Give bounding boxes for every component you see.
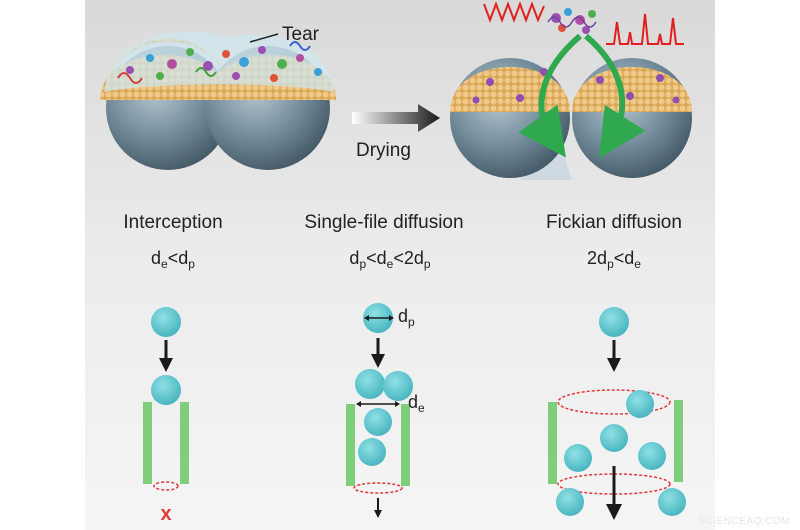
- down-arrow: [607, 340, 621, 372]
- drying-label: Drying: [356, 140, 411, 161]
- particle-incoming: [599, 307, 629, 337]
- particle-exited-2: [658, 488, 686, 516]
- pore-wall-right: [674, 400, 683, 482]
- blocked-mark: x: [160, 503, 171, 525]
- particle-blocked: [151, 375, 181, 405]
- dp-label: dp: [398, 306, 415, 329]
- particle-in-pore-1: [364, 408, 392, 436]
- particle-incoming: [151, 307, 181, 337]
- spectrum-right: [606, 13, 684, 45]
- mechanism-interception: Interception de<dp x: [123, 212, 222, 525]
- pore-top-rim: [557, 389, 671, 415]
- particle-in-pore-4: [638, 442, 666, 470]
- particle-queue-1: [355, 369, 385, 399]
- single-file-title: Single-file diffusion: [304, 212, 463, 233]
- pore-wall-left: [548, 402, 557, 484]
- particle-in-pore-3: [564, 444, 592, 472]
- interception-title: Interception: [123, 212, 222, 233]
- spectrum-left: [483, 1, 545, 23]
- protein-cluster: [547, 8, 597, 34]
- de-label: de: [408, 392, 425, 415]
- down-arrow: [371, 338, 385, 368]
- single-file-condition: dp<de<2dp: [349, 248, 430, 271]
- interception-condition: de<dp: [151, 248, 195, 271]
- dp-arrow: [364, 315, 394, 321]
- particle-in-pore-1: [626, 390, 654, 418]
- pore-wall-right: [401, 404, 410, 486]
- down-arrow: [159, 340, 173, 372]
- exit-arrow: [374, 498, 382, 518]
- dried-state-illustration: [450, 1, 692, 180]
- pore-wall-right: [180, 402, 189, 484]
- pore-opening: [353, 482, 403, 494]
- pore-opening: [153, 481, 179, 491]
- wet-state-illustration: Tear: [100, 24, 336, 170]
- drying-arrow: Drying: [352, 104, 440, 161]
- pore-bottom-rim: [557, 473, 671, 495]
- particle-in-pore-2: [358, 438, 386, 466]
- mechanism-single-file: Single-file diffusion dp<de<2dp dp de: [304, 212, 464, 518]
- particle-queue-2: [383, 371, 413, 401]
- de-arrow: [356, 401, 400, 407]
- pore-wall-left: [143, 402, 152, 484]
- fickian-condition: 2dp<de: [587, 248, 641, 271]
- particle-in-pore-2: [600, 424, 628, 452]
- mechanism-fickian: Fickian diffusion 2dp<de: [546, 212, 686, 520]
- tear-label: Tear: [282, 24, 320, 45]
- tear-proteins: [117, 41, 322, 84]
- watermark: SCIENCEAQ.COM: [698, 516, 790, 527]
- particle-exited-1: [556, 488, 584, 516]
- flow-arrow-left: [518, 33, 582, 158]
- flow-arrow-right: [584, 33, 646, 159]
- fickian-title: Fickian diffusion: [546, 212, 682, 233]
- exit-arrow: [606, 466, 622, 520]
- pore-wall-left: [346, 404, 355, 486]
- tear-pointer: [249, 33, 279, 43]
